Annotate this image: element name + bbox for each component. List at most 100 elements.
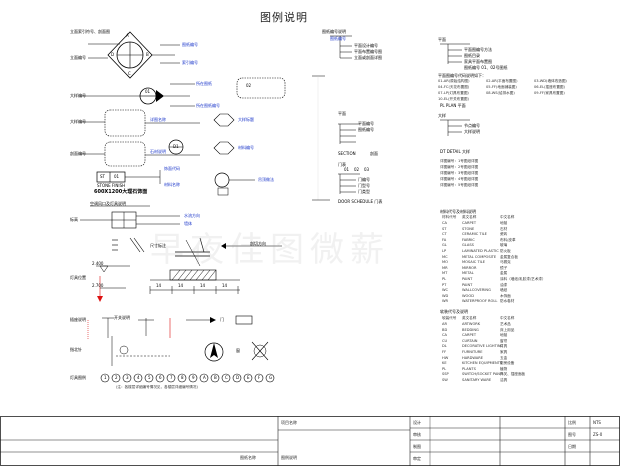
right-plan-line-4: 图纸编号 01、02号图纸 [464, 65, 508, 70]
tb-sheet-label: 图号 [568, 432, 576, 437]
mat-cell: PT [442, 282, 447, 287]
mat-cell: 布料/皮革 [500, 237, 516, 242]
mat-cell: 瓷砖 [500, 232, 508, 237]
tb-sheet-val: ZS-0 [593, 432, 603, 437]
right-detail-line-1: 节点编号 [464, 123, 480, 128]
fix-cell: SSP [442, 372, 449, 377]
mid-plan-a3: 立面或剖面详图 [354, 55, 382, 60]
mid-type-cn: 剖面 [370, 151, 378, 156]
material-name-label: 材料名称 [164, 182, 180, 187]
detail-sheet-label: 所在图纸 [196, 81, 212, 86]
mat-cell: MT [442, 271, 448, 276]
elevation-h2: 2.700 [92, 283, 104, 288]
mid-door-sched: DOOR SCHEDULE 门表 [338, 199, 383, 204]
tb-check-label: 审核 [413, 432, 421, 437]
socket-label: 插座说明 [70, 317, 86, 322]
mat-cell: MC [442, 254, 448, 259]
fix-cell: SANITARY WARE [462, 378, 492, 382]
right-plan-line-1: 平面图编号方法 [464, 47, 492, 52]
tb-approve-label: 审定 [413, 456, 421, 461]
right-plan-list-2: 02-AR(平面布置图) [486, 79, 518, 83]
fix-cell: 开关、插座面板 [500, 372, 526, 377]
mat-cell: 镜子 [500, 265, 508, 270]
material-tag-label: 材料编号 [238, 145, 254, 150]
mat-head: 材料代号 [442, 215, 457, 219]
right-plan-title: 平面 [438, 37, 446, 42]
circle-label-8: 8 [181, 375, 184, 380]
stone-title: 600X1200大理石饰面 [94, 189, 148, 195]
mid-section-label: 图纸编号 [358, 127, 374, 132]
switch-label: 开关说明 [114, 315, 130, 320]
fix-cell: AR [442, 322, 447, 326]
fix-cell: FF [442, 350, 447, 354]
mat-cell: METAL COMPOSITE [462, 254, 497, 259]
fix-head: 英文名称 [462, 316, 477, 320]
mat-cell: FA [442, 237, 447, 242]
mat-cell: 石材 [500, 226, 508, 231]
right-plan-list-1: 01-AR(原始结构图) [438, 79, 470, 83]
fix-cell: BEDDING [462, 327, 479, 332]
dim-val-3: 14 [200, 283, 206, 288]
fix-cell: CARPET [462, 333, 477, 338]
right-plan-list-9: 09-FF(家具布置图) [534, 91, 565, 95]
right-detail-list-2: 详图编号：2号图纸详图 [440, 165, 479, 169]
fix-head: 中文名称 [500, 316, 515, 320]
right-plan-code: PL PLAN 平面 [440, 103, 466, 108]
right-plan-line-3: 家具平面布置图 [464, 59, 492, 64]
index-label: 索引编号 [182, 60, 198, 65]
mat-cell: MIRROR [462, 265, 477, 270]
dim-val-4: 14 [222, 283, 228, 288]
mat-head: 英文名称 [462, 215, 477, 219]
fix-cell: HARDWARE [462, 355, 484, 360]
sheet-title: 图例说明 [260, 11, 308, 24]
circle-label-f: F [258, 375, 261, 380]
right-detail-list-4: 详图编号：4号图纸详图 [440, 177, 479, 181]
fix-cell: 五金 [500, 355, 508, 360]
mat-cell: GLASS [462, 243, 474, 248]
stone-no: 01 [114, 174, 120, 179]
circle-label-a: A [203, 375, 206, 380]
mid-d-code-2: 02 [354, 167, 360, 172]
mid-plan-a2: 平面布置编号图 [354, 49, 382, 54]
right-plan-list-5: 05-FF(地面铺装图) [486, 85, 517, 89]
fix-cell: 家具 [500, 350, 508, 354]
mid-plan-title: 图纸编号说明 [322, 29, 346, 34]
mat-cell: 墙纸 [500, 288, 508, 293]
fix-cell: ARTWORK [462, 322, 481, 326]
mat-cell: PAINT [462, 282, 473, 287]
mat-cell: 防水卷材 [500, 299, 515, 304]
right-plan-list-10: 10-EL(开关布置图) [438, 97, 469, 101]
fix-cell: 植物 [500, 366, 508, 371]
fix-cell: 地毯 [500, 333, 508, 338]
elev-letter-c: C [128, 71, 131, 76]
tag-01: 01 [145, 89, 151, 94]
section-label: 剖面编号 [70, 151, 86, 156]
mid-plan-tag: 平面 [338, 111, 346, 116]
fix-cell: KE [442, 361, 447, 366]
section-no: D1 [173, 144, 179, 149]
elev-index-title: 立面索引符号、剖面图 [70, 29, 110, 34]
mat-cell: CERAMIC TILE [462, 232, 487, 237]
dim-val-1: 14 [156, 283, 162, 288]
tb-date-label: 日期 [568, 444, 576, 449]
arrow-label: 剖切方向 [250, 241, 266, 246]
mat-cell: 木饰面 [500, 293, 511, 298]
tb-design-label: 设计 [413, 420, 421, 425]
finish-label: 饰面代码 [164, 166, 180, 171]
right-plan-line-2: 图纸目录 [464, 53, 480, 58]
elev-no-label: 立面编号 [70, 55, 86, 60]
fix-cell: SW [442, 378, 448, 382]
watermark: 早夜佳图微薪 [150, 230, 390, 270]
bottom-note: (注：各楼层详细编号情况见，各楼层详细编号情况) [116, 385, 198, 389]
fix-cell: HW [442, 355, 449, 360]
right-plan-list-3: 03-WD(墙体改造图) [534, 79, 567, 83]
elevation-h: 2.400 [92, 261, 104, 266]
ceiling-label: 吊顶做法 [258, 177, 274, 182]
mat-cell: GL [442, 243, 447, 248]
circle-label-g: G [269, 375, 273, 380]
dim-val-2: 14 [178, 283, 184, 288]
fix-head: 软装代号 [442, 316, 457, 320]
circle-label-3: 3 [126, 375, 129, 380]
desc-label: 详图名称 [150, 117, 166, 122]
material-label: 石材说明 [150, 149, 166, 154]
